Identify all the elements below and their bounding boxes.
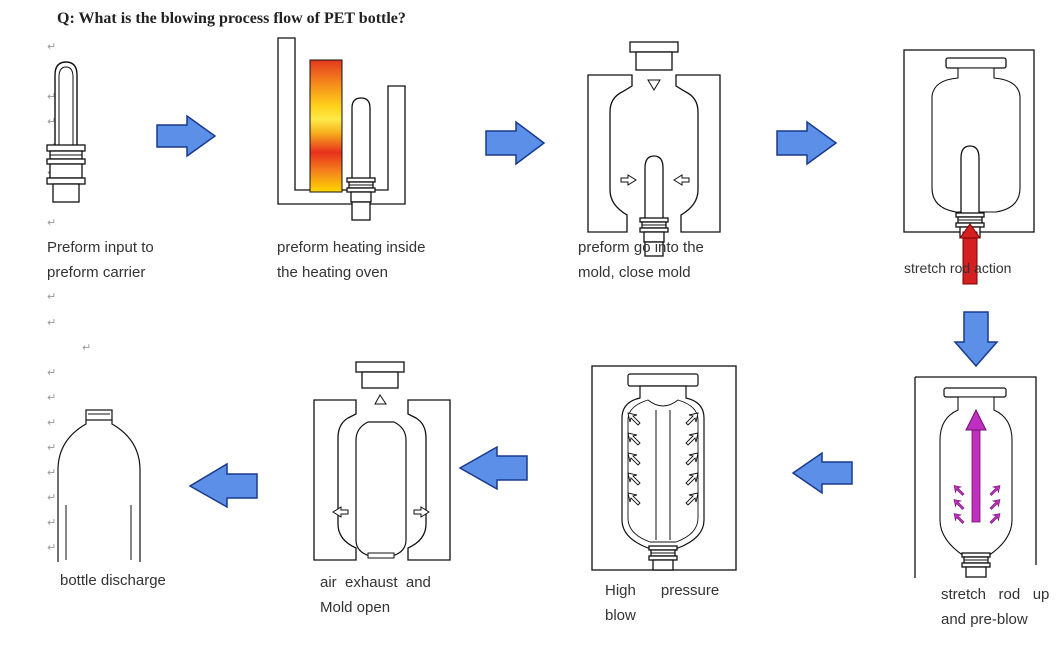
caption-line: blow bbox=[605, 607, 636, 624]
paragraph-mark: ↵ bbox=[47, 366, 57, 379]
paragraph-mark: ↵ bbox=[47, 290, 57, 303]
caption-line: stretch rod action bbox=[904, 260, 1012, 276]
caption-line: air exhaust and bbox=[320, 574, 431, 591]
caption-line: the heating oven bbox=[277, 264, 388, 281]
caption-line: High pressure bbox=[605, 582, 720, 599]
step-5-caption: stretch rod up and pre-blow bbox=[941, 582, 1049, 632]
mold-open-illustration bbox=[313, 361, 451, 561]
high-pressure-blow-illustration bbox=[591, 365, 737, 571]
step-4-caption: stretch rod action bbox=[904, 256, 1011, 281]
step-6-caption: High pressure blow bbox=[605, 578, 719, 628]
caption-line: Mold open bbox=[320, 599, 391, 616]
paragraph-mark: ↵ bbox=[47, 466, 57, 479]
step-2-caption: preform heating inside the heating oven bbox=[277, 235, 425, 285]
paragraph-mark: ↵ bbox=[47, 40, 57, 53]
paragraph-mark: ↵ bbox=[47, 491, 57, 504]
paragraph-mark: ↵ bbox=[47, 416, 57, 429]
paragraph-mark: ↵ bbox=[47, 316, 57, 329]
step-1-caption: Preform input to preform carrier bbox=[47, 235, 154, 285]
mold-close-illustration bbox=[587, 41, 721, 257]
flow-arrow-left bbox=[458, 445, 528, 491]
paragraph-mark: ↵ bbox=[47, 391, 57, 404]
flow-arrow-left bbox=[791, 451, 853, 495]
caption-line: preform heating inside bbox=[277, 239, 426, 256]
paragraph-mark: ↵ bbox=[47, 516, 57, 529]
caption-line: Preform input to bbox=[47, 239, 154, 256]
caption-line: preform carrier bbox=[47, 264, 146, 281]
flow-arrow-right bbox=[156, 114, 217, 158]
caption-line: and pre-blow bbox=[941, 611, 1028, 628]
caption-line: stretch rod up bbox=[941, 586, 1050, 603]
paragraph-mark: ↵ bbox=[82, 341, 92, 354]
paragraph-mark: ↵ bbox=[47, 90, 57, 103]
paragraph-mark: ↵ bbox=[47, 115, 57, 128]
page-title: Q: What is the blowing process flow of P… bbox=[57, 10, 406, 27]
preblow-illustration bbox=[914, 376, 1037, 578]
heating-oven-illustration bbox=[277, 37, 406, 221]
step-7-caption: air exhaust and Mold open bbox=[320, 570, 431, 620]
flow-arrow-left bbox=[188, 462, 258, 509]
caption-line: mold, close mold bbox=[578, 264, 691, 281]
step-8-caption: bottle discharge bbox=[60, 568, 166, 593]
flow-arrow-down bbox=[953, 311, 999, 368]
paragraph-mark: ↵ bbox=[47, 541, 57, 554]
stretch-rod-illustration bbox=[903, 49, 1035, 285]
paragraph-mark: ↵ bbox=[47, 441, 57, 454]
flow-arrow-right bbox=[776, 120, 838, 166]
flow-arrow-right bbox=[485, 120, 546, 166]
paragraph-mark: ↵ bbox=[47, 216, 57, 229]
preform-illustration bbox=[46, 61, 86, 203]
caption-line: preform go into the bbox=[578, 239, 704, 256]
bottle-illustration bbox=[57, 409, 141, 562]
step-3-caption: preform go into the mold, close mold bbox=[578, 235, 704, 285]
caption-line: bottle discharge bbox=[60, 572, 166, 589]
